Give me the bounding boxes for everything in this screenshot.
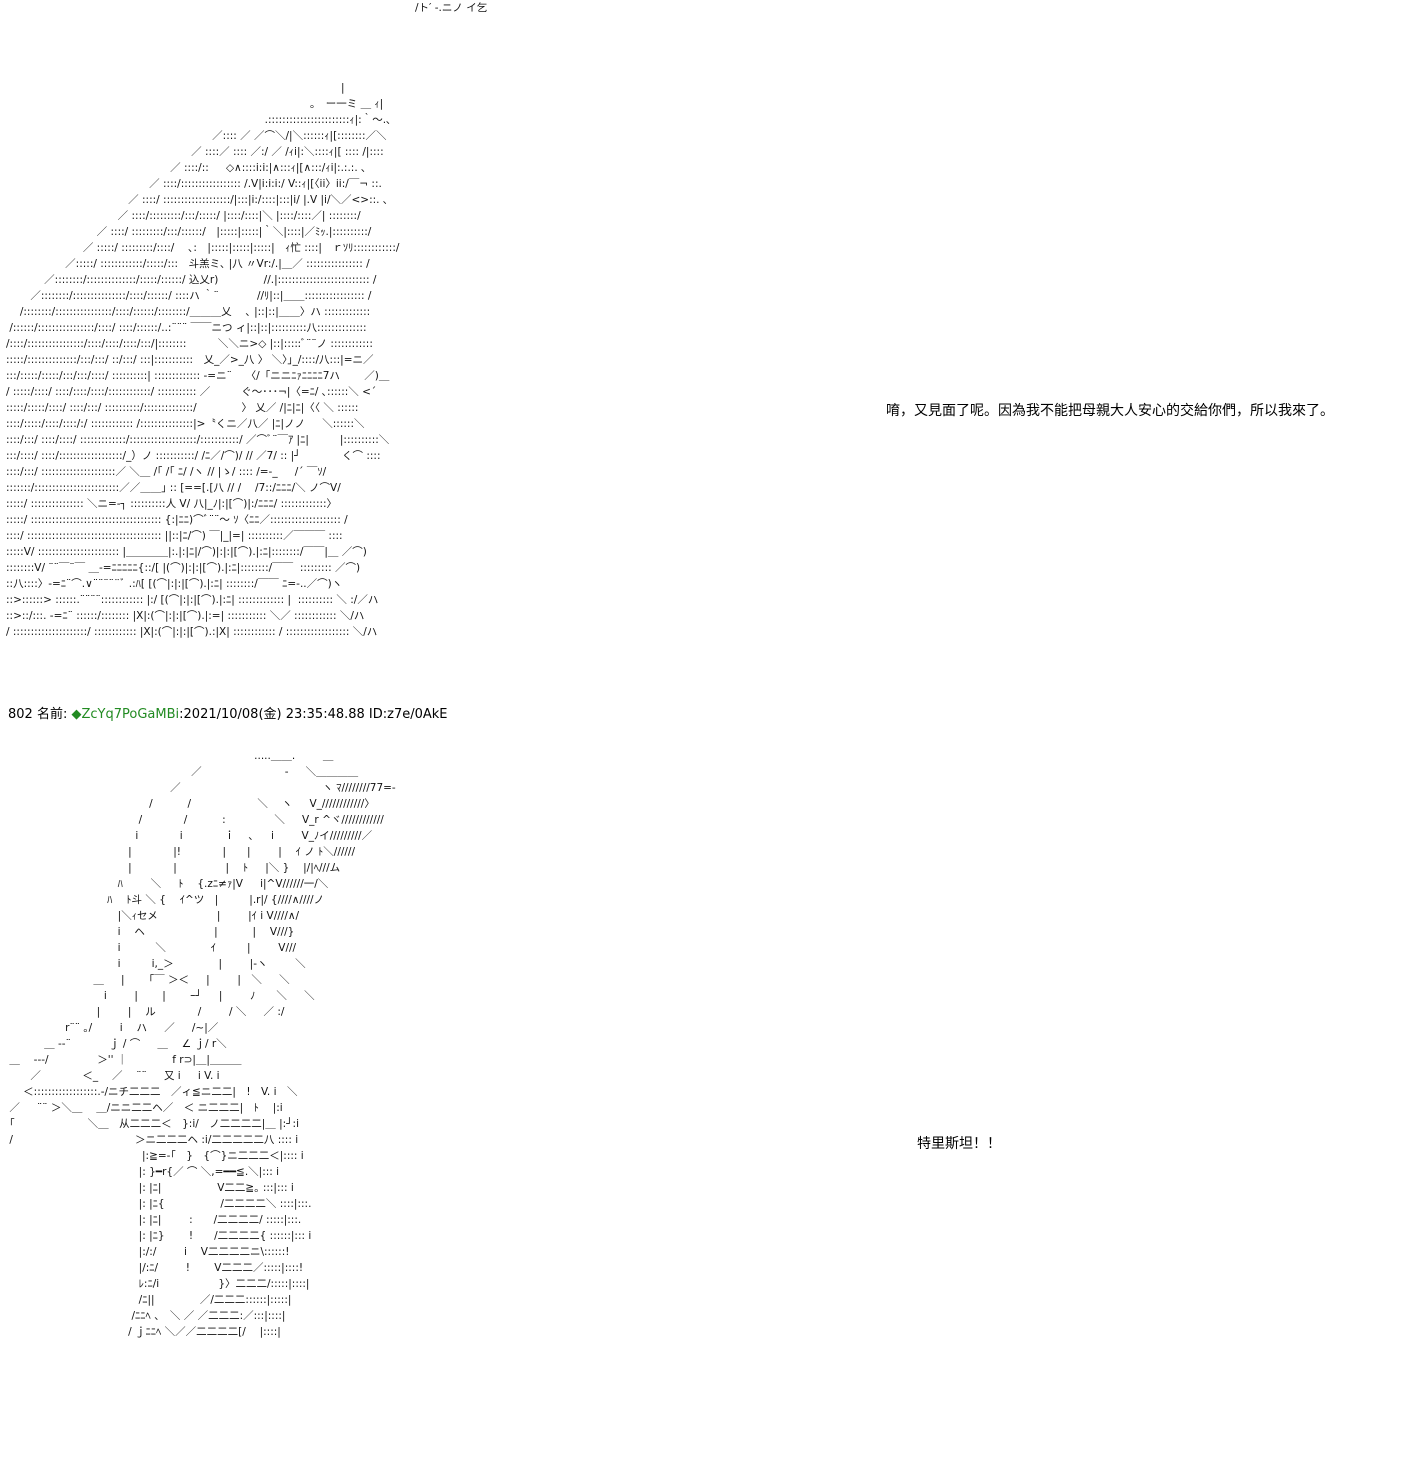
ascii-art-tristan-reclining: /ト′ ‐.ニノ イ乞 | ｡ ー一ミ ＿ ｨ| .::::::::::::::…	[6, 2, 488, 638]
post-number[interactable]: 802	[8, 707, 33, 722]
post-name-label: 名前:	[36, 707, 68, 722]
post-header: 802 名前: ◆ZcYq7PoGaMBi:2021/10/08(金) 23:3…	[8, 706, 448, 723]
post-timestamp-id: :2021/10/08(金) 23:35:48.88 ID:z7e/0AkE	[179, 707, 448, 722]
dialogue-line-2: 特里斯坦！！	[917, 1136, 1001, 1152]
ascii-art-tristan-standing: .....＿＿. ＿ ／ ‐ ＼＿＿＿＿ ／ ヽ ﾏ////////77=- /…	[9, 750, 396, 1338]
post-author-name: ◆ZcYq7PoGaMBi	[71, 707, 180, 722]
dialogue-line-1: 唷，又見面了呢。因為我不能把母親大人安心的交給你們，所以我來了。	[886, 403, 1334, 419]
